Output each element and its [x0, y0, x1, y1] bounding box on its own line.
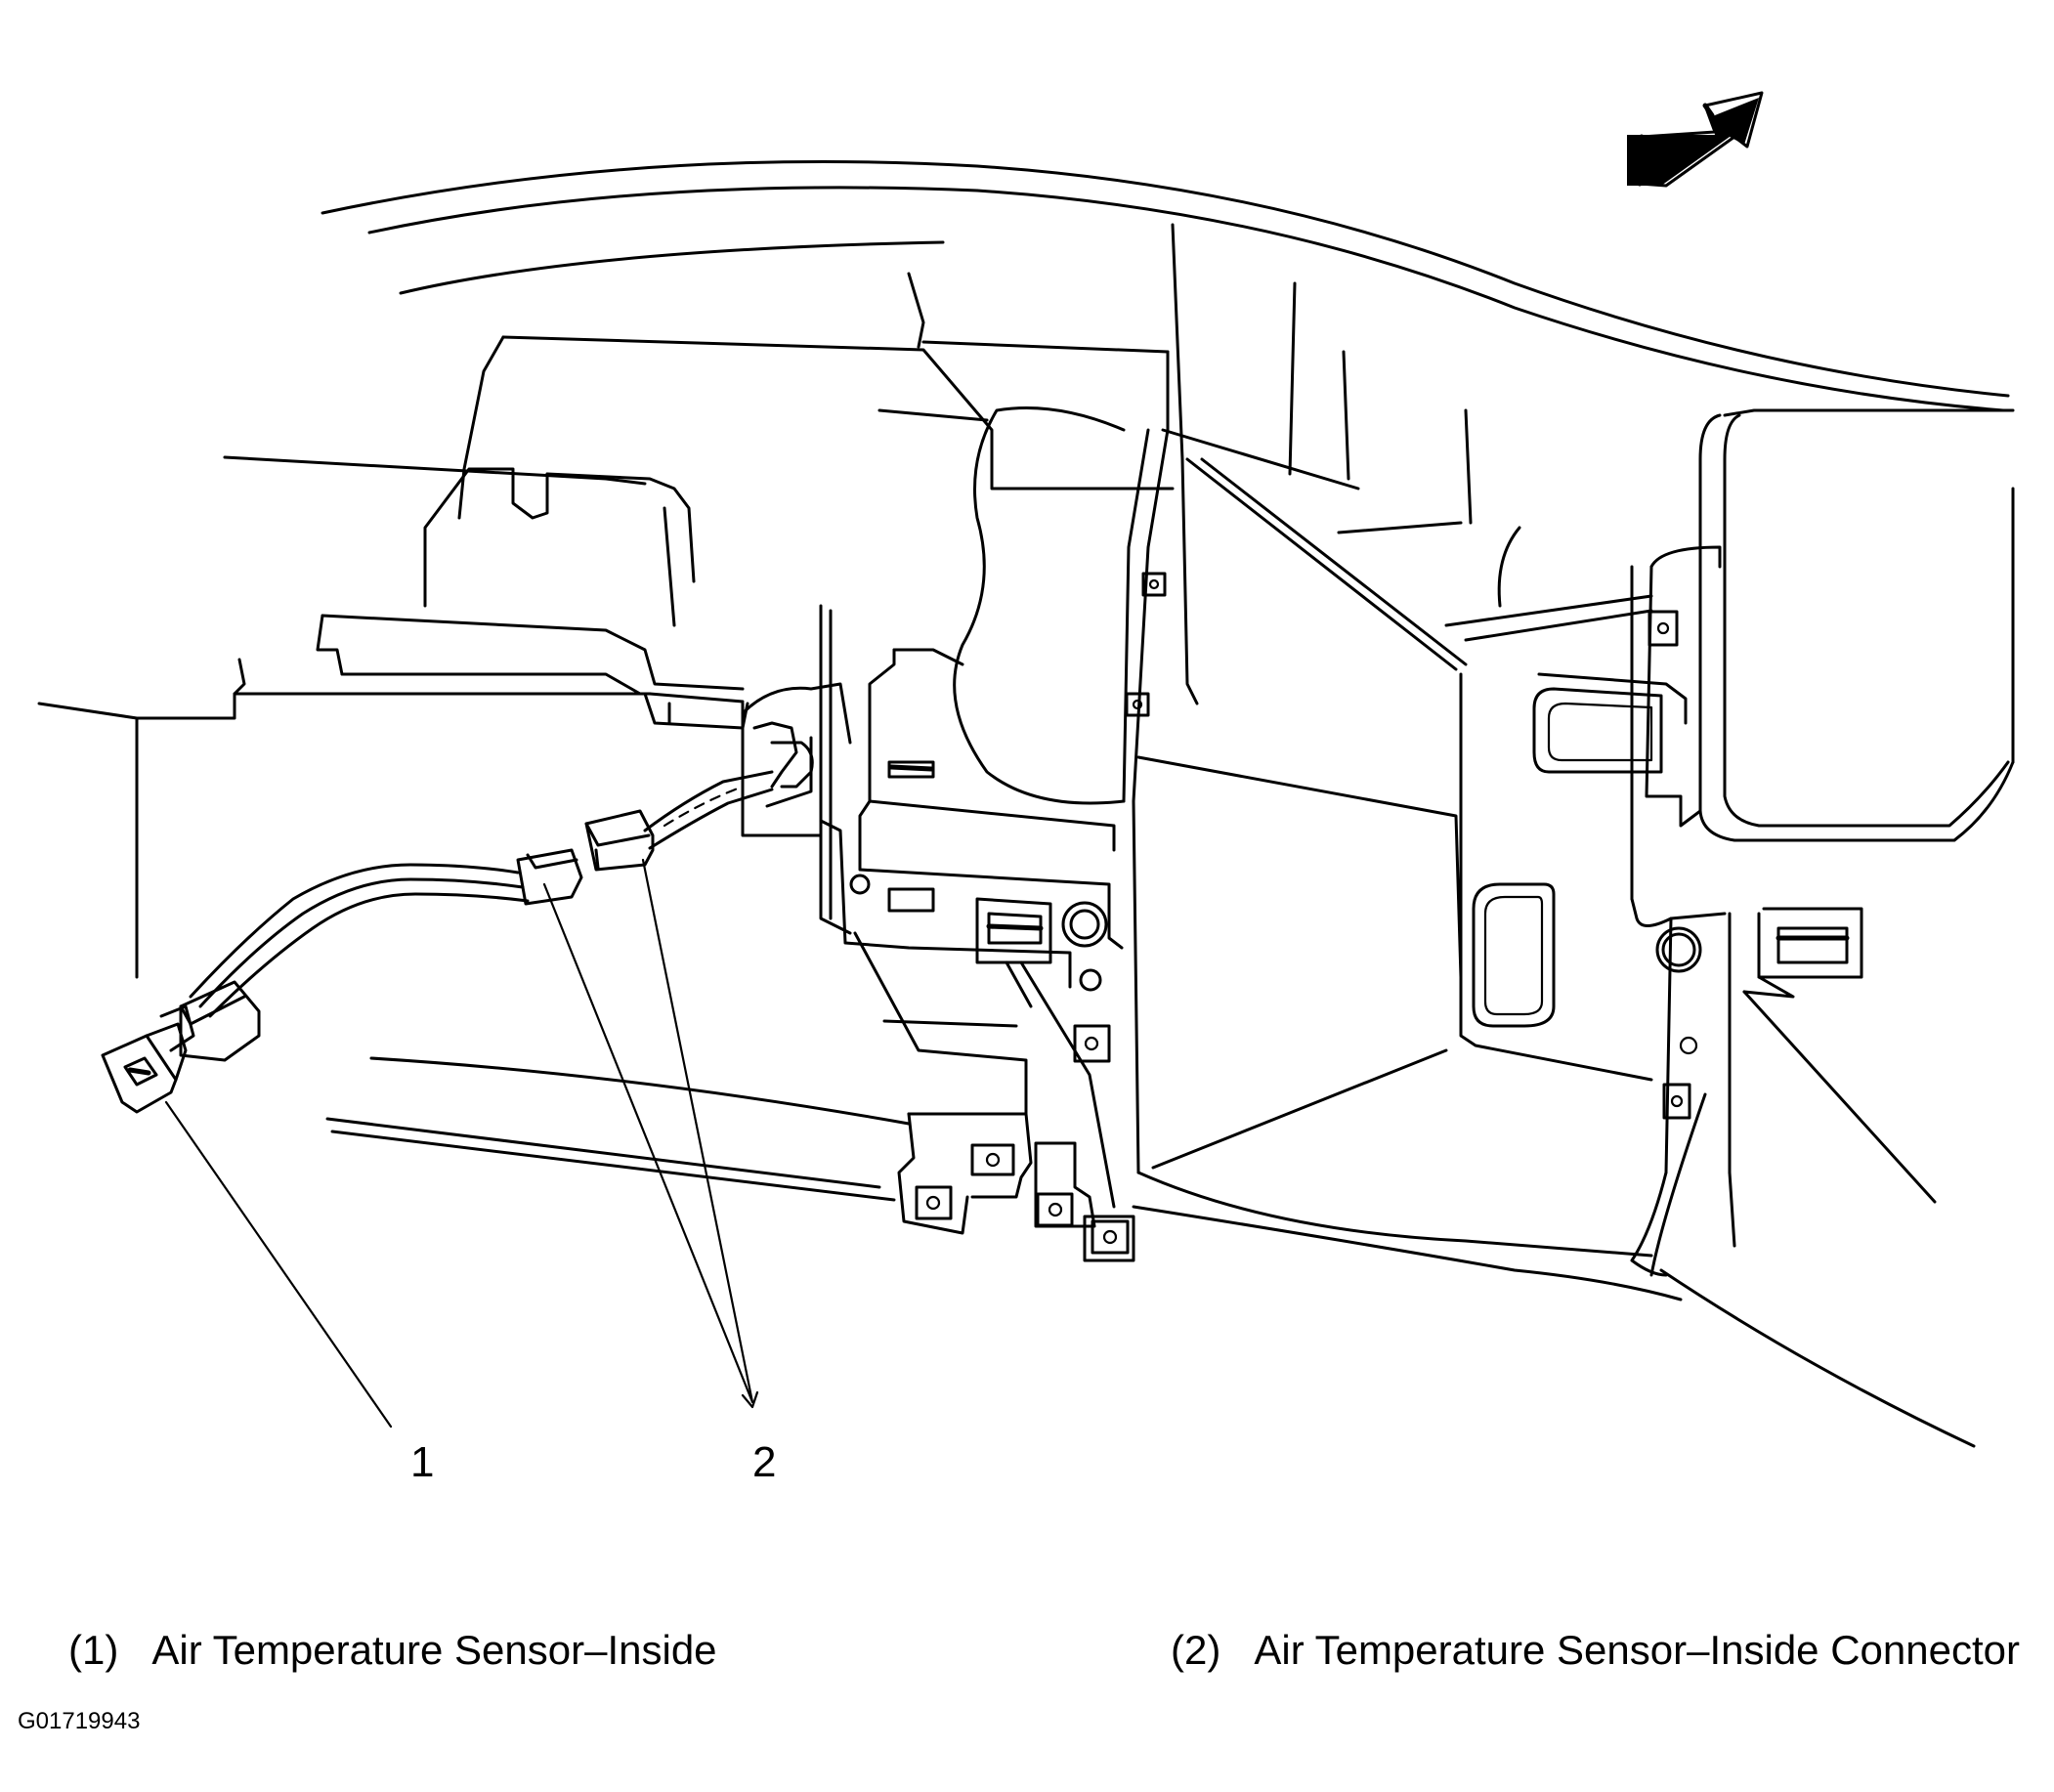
legend-item-2-text: Air Temperature Sensor–Inside Connector: [1254, 1627, 2020, 1673]
upper-dash-outline: [321, 159, 2010, 412]
right-pillar-structure: [1630, 408, 2015, 1448]
center-duct: [953, 223, 1653, 1174]
legend-item-1-text: Air Temperature Sensor–Inside: [151, 1627, 717, 1673]
mounting-bracket: [741, 604, 1135, 1262]
legend-item-1-number: (1): [68, 1627, 119, 1673]
callout-leader-lines: [164, 858, 759, 1429]
legend-item-2: (2) Air Temperature Sensor–Inside Connect…: [1171, 1627, 2020, 1674]
forward-arrow-icon: [1627, 91, 1764, 188]
lower-dash-rails: [325, 1056, 1683, 1301]
connector-mount-block: [741, 682, 852, 808]
mounting-tabs: [1073, 572, 1702, 1120]
left-dash-panels: [37, 272, 1175, 979]
right-lower-panel: [1136, 672, 1688, 1258]
legend-item-1: (1) Air Temperature Sensor–Inside: [68, 1627, 717, 1674]
air-temperature-sensor: [101, 980, 261, 1114]
figure-id: G01719943: [18, 1708, 141, 1734]
sensor-wire-harness: [189, 770, 774, 1018]
callout-2-number: 2: [752, 1438, 777, 1486]
callout-1-number: 1: [410, 1438, 435, 1486]
legend-item-2-number: (2): [1171, 1627, 1221, 1673]
sensor-inline-connector: [516, 809, 655, 906]
